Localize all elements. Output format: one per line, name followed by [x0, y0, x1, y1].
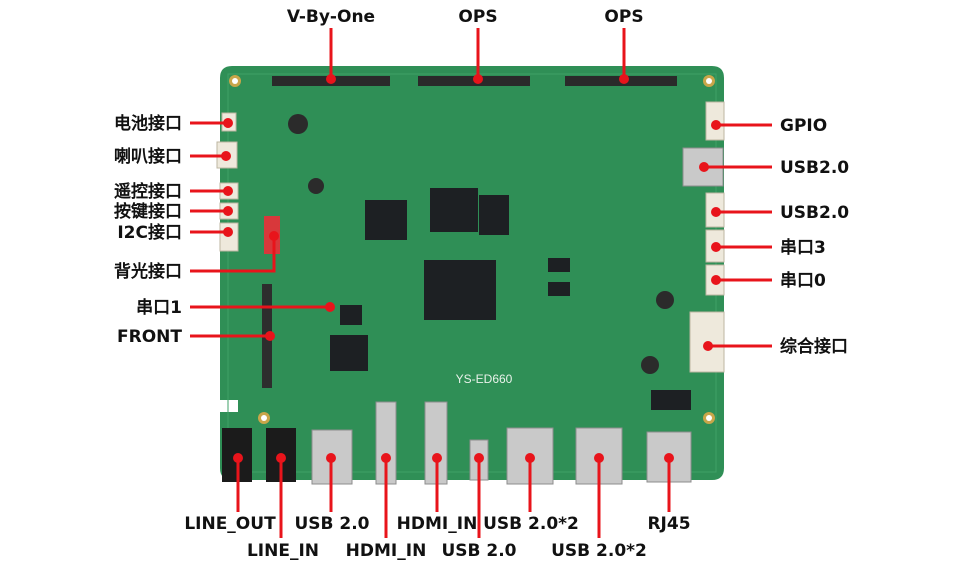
label-backlight: 背光接口 — [114, 261, 182, 282]
label-usb-dual-2: USB 2.0*2 — [551, 541, 647, 561]
label-usb-bottom-2: USB 2.0 — [441, 541, 516, 561]
label-usb2-right-1: USB2.0 — [780, 158, 849, 178]
label-usb-dual-1: USB 2.0*2 — [483, 514, 579, 534]
label-combo: 综合接口 — [780, 336, 848, 357]
label-usb-bottom-1: USB 2.0 — [294, 514, 369, 534]
label-v-by-one: V-By-One — [287, 7, 375, 27]
labels-top: V-By-One OPS OPS — [287, 7, 644, 27]
label-usb2-right-2: USB2.0 — [780, 203, 849, 223]
label-line-out: LINE_OUT — [184, 514, 276, 534]
label-rj45: RJ45 — [647, 514, 690, 534]
label-battery: 电池接口 — [114, 113, 182, 134]
label-i2c: I2C接口 — [117, 222, 182, 243]
labels-right: GPIO USB2.0 USB2.0 串口3 串口0 综合接口 — [780, 116, 849, 357]
label-hdmi-in-2: HDMI_IN — [397, 514, 478, 534]
label-speaker: 喇叭接口 — [114, 146, 182, 167]
chips — [288, 114, 691, 410]
label-gpio: GPIO — [780, 116, 827, 136]
label-serial-1: 串口1 — [136, 297, 182, 318]
annotation-pointers — [190, 28, 772, 538]
label-serial-3: 串口3 — [780, 237, 826, 258]
board-model: YS-ED660 — [456, 372, 513, 386]
label-remote: 遥控接口 — [114, 181, 182, 202]
label-ops-2: OPS — [604, 7, 643, 27]
label-serial-0: 串口0 — [780, 270, 826, 291]
label-front: FRONT — [117, 327, 182, 347]
label-keys: 按键接口 — [114, 201, 182, 222]
labels-left: 电池接口 喇叭接口 遥控接口 按键接口 I2C接口 背光接口 串口1 FRONT — [114, 113, 182, 347]
labels-bottom: LINE_OUT LINE_IN USB 2.0 HDMI_IN HDMI_IN… — [184, 514, 690, 561]
label-line-in: LINE_IN — [247, 541, 319, 561]
label-hdmi-in-1: HDMI_IN — [346, 541, 427, 561]
label-ops-1: OPS — [458, 7, 497, 27]
mounting-holes — [229, 75, 715, 424]
